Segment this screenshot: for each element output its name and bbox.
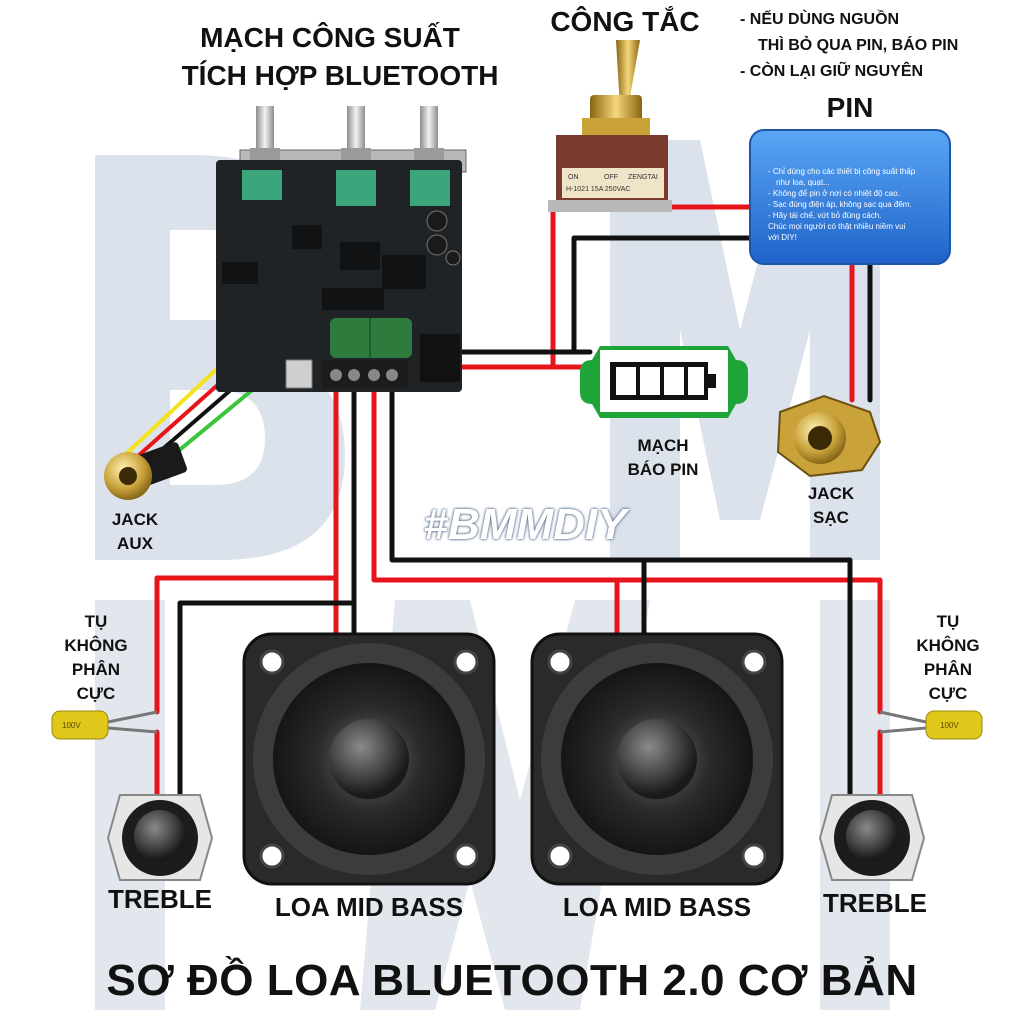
note-line-2: THÌ BỎ QUA PIN, BÁO PIN xyxy=(758,37,959,54)
wire-left-red xyxy=(154,379,339,715)
battery-sticker-line-1: - Chỉ dùng cho các thiết bị công suất th… xyxy=(768,167,916,176)
battery-pack xyxy=(749,129,951,265)
note-line-3: - CÒN LẠI GIỮ NGUYÊN xyxy=(740,63,924,80)
watermark-hashtag: #BMMDIY xyxy=(423,500,627,549)
tweeter-left xyxy=(106,794,214,881)
label-charge-jack-line1: JACK xyxy=(807,484,855,503)
wire-battery-negative xyxy=(571,235,755,355)
capacitor-right xyxy=(879,710,983,740)
capacitor-right-text: 100V xyxy=(940,721,959,730)
woofer-left xyxy=(242,632,496,886)
label-amp-line2: TÍCH HỢP BLUETOOTH xyxy=(181,60,499,91)
battery-sticker-line-7: với DIY! xyxy=(768,233,797,242)
battery-indicator xyxy=(580,346,748,418)
battery-sticker-line-3: - Không để pin ở nơi có nhiệt độ cao. xyxy=(768,189,900,198)
capacitor-left-text: 100V xyxy=(62,721,81,730)
battery-sticker-line-2: như loa, quạt... xyxy=(776,178,830,187)
wire-right-red xyxy=(371,379,883,715)
wire-right-black xyxy=(389,379,853,803)
wire-left-black xyxy=(177,379,357,803)
label-aux-jack-line1: JACK xyxy=(111,510,159,529)
charge-jack xyxy=(776,394,882,478)
label-amp-line1: MẠCH CÔNG SUẤT xyxy=(200,22,460,53)
label-indicator-line1: MẠCH xyxy=(637,436,689,455)
label-aux-jack-line2: AUX xyxy=(117,534,153,553)
toggle-switch xyxy=(548,40,672,212)
switch-plate-rating: H-1021 15A 250VAC xyxy=(566,186,631,193)
label-treble-left: TREBLE xyxy=(108,884,212,914)
label-switch: CÔNG TẮC xyxy=(550,6,700,37)
switch-plate-on: ON xyxy=(568,174,579,181)
label-battery: PIN xyxy=(826,92,874,123)
battery-sticker-line-6: Chúc mọi người có thật nhiều niềm vui xyxy=(768,222,906,231)
label-cap-left-line1: TỤ xyxy=(84,612,108,631)
page-title: SƠ ĐỒ LOA BLUETOOTH 2.0 CƠ BẢN xyxy=(106,956,918,1005)
capacitor-left xyxy=(51,710,158,740)
switch-plate-brand: ZENGTAI xyxy=(628,174,658,181)
battery-sticker-line-4: - Sạc đúng điện áp, không sạc qua đêm. xyxy=(768,200,912,209)
note-line-1: - NẾU DÙNG NGUỒN xyxy=(740,11,900,28)
label-cap-left-line4: CỰC xyxy=(76,684,116,703)
label-cap-right-line3: PHÂN xyxy=(923,660,973,679)
tweeter-right xyxy=(818,794,926,881)
woofer-right xyxy=(530,632,784,886)
label-charge-jack-line2: SẠC xyxy=(813,508,849,527)
label-midbass-right: LOA MID BASS xyxy=(562,892,752,922)
label-cap-right-line1: TỤ xyxy=(936,612,960,631)
label-midbass-left: LOA MID BASS xyxy=(274,892,464,922)
label-cap-right-line4: CỰC xyxy=(928,684,968,703)
label-cap-right-line2: KHÔNG xyxy=(916,636,980,655)
wire-aux-green xyxy=(163,380,264,464)
amplifier-board xyxy=(216,106,467,392)
battery-sticker-line-5: - Hãy tái chế, vứt bỏ đúng cách. xyxy=(768,211,882,220)
switch-plate-off: OFF xyxy=(604,174,618,181)
potentiometer-knobs xyxy=(250,106,444,160)
label-indicator-line2: BÁO PIN xyxy=(627,460,699,479)
label-cap-left-line3: PHÂN xyxy=(71,660,121,679)
label-cap-left-line2: KHÔNG xyxy=(64,636,128,655)
aux-jack xyxy=(104,442,187,500)
label-treble-right: TREBLE xyxy=(823,888,927,918)
